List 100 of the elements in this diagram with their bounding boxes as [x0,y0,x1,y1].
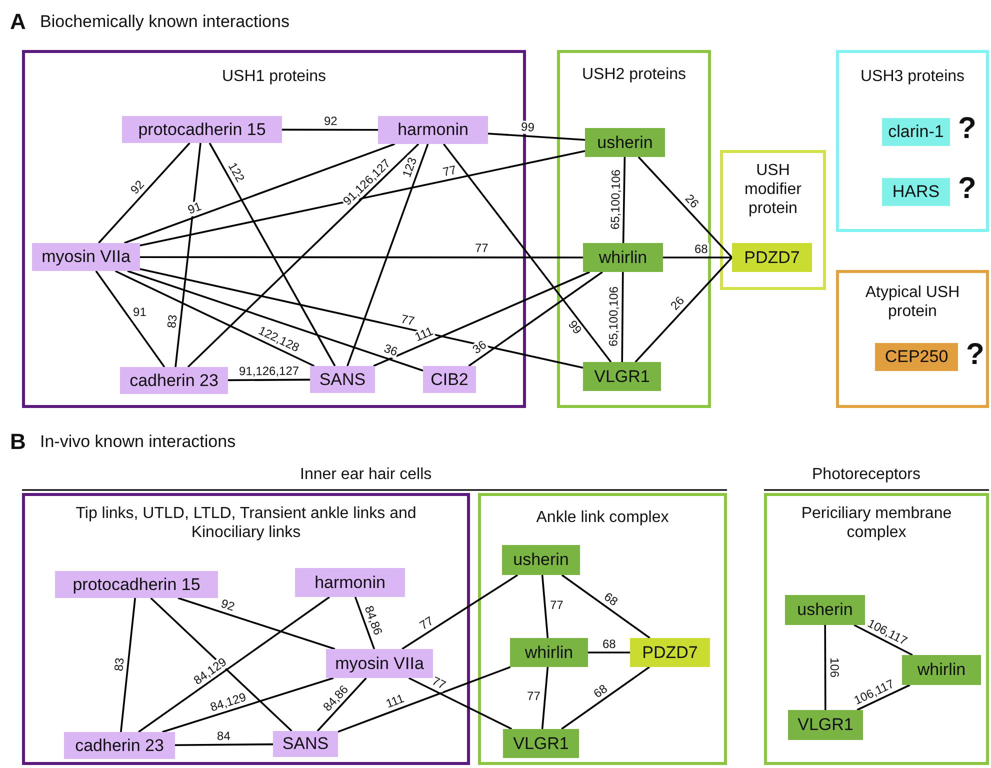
connector-line [95,270,166,368]
panel-letter: B [10,429,26,455]
group-title: USH3 proteins [860,67,965,86]
protein-box: SANS [273,731,338,757]
question-mark: ? [966,339,984,371]
connector-line [622,156,626,244]
edge-label: 111 [384,692,408,711]
connector-line [228,378,310,382]
group-title: USH modifier protein [744,161,802,218]
group-title: USH2 proteins [582,65,686,84]
protein-box: PDZD7 [630,638,710,667]
connector-line [178,597,336,650]
connector-line [140,256,583,258]
protein-box: whirlin [583,243,663,272]
connector-line [638,156,733,258]
protein-box: HARS [882,178,950,206]
connector-line [588,652,630,654]
protein-box: protocadherin 15 [122,116,282,143]
group-frame [22,493,470,765]
connector-line [442,143,612,363]
connector-line [468,271,603,367]
protein-box: myosin VIIa [326,649,433,678]
connector-line [124,143,395,244]
edge-label: 68 [602,638,617,650]
group-frame [764,493,989,765]
connector-line [634,256,733,363]
connector-line [402,574,518,650]
connector-line [354,596,376,650]
group-title: Ankle link complex [536,508,669,527]
panel-title: In-vivo known interactions [40,432,236,452]
connector-line [373,271,590,367]
group-title: Atypical USH protein [864,283,961,321]
connector-line [541,666,549,730]
protein-box: PDZD7 [732,243,812,272]
panel-letter: A [10,9,26,35]
connector-line [854,624,913,656]
protein-box: VLGR1 [583,362,661,391]
connector-line [282,128,378,131]
edge-label: 84 [216,730,232,743]
group-title: Tip links, UTLD, LTLD, Transient ankle links and Kinociliary links [74,504,418,542]
protein-box: usherin [585,128,665,157]
protein-box: CEP250 [875,343,958,371]
edge-label: 65,100,106 [608,168,623,231]
protein-box: VLGR1 [788,710,863,740]
connector-line [663,256,732,258]
group-frame [557,50,711,408]
connector-line [175,743,273,746]
group-title: USH1 proteins [222,67,326,86]
group-frame [478,493,727,765]
protein-box: whirlin [510,638,588,667]
connector-line [541,574,549,638]
connector-line [98,142,190,244]
edge-label: 91 [185,200,204,218]
protein-box: CIB2 [423,366,476,393]
edge-label: 68 [693,242,709,256]
connector-line [408,677,512,730]
question-mark: ? [958,173,976,205]
protein-box: protocadherin 15 [55,571,218,598]
protein-box: whirlin [902,655,981,685]
edge-label: 77 [548,599,564,612]
connector-line [338,666,511,733]
protein-box: cadherin 23 [64,732,175,759]
connector-line [824,625,826,710]
group-title: Periciliary membrane complex [800,504,953,542]
connector-line [174,142,202,368]
edge-label: 91 [132,306,148,319]
protein-box: myosin VIIa [32,243,140,271]
section-title: Inner ear hair cells [300,466,432,484]
edge-label: 83 [112,656,127,672]
connector-line [488,132,586,141]
edge-label: 91,126,127 [238,364,300,378]
group-frame [720,150,826,290]
protein-box: harmonin [295,568,405,597]
connector-line [561,574,650,639]
connector-line [162,677,334,733]
connector-line [140,150,586,246]
protein-box: cadherin 23 [120,367,228,394]
section-title: Photoreceptors [812,466,921,484]
protein-box: clarin-1 [882,118,950,146]
connector-line [208,142,336,366]
connector-line [138,596,330,733]
connector-line [346,144,429,366]
connector-line [114,270,315,367]
connector-line [120,598,136,732]
protein-box: SANS [310,366,375,393]
connector-line [187,143,420,368]
edge-label: 106 [827,656,840,678]
group-frame [836,270,989,408]
connector-line [856,684,910,711]
edge-label: 99 [519,120,536,135]
edge-label: 83 [164,312,180,330]
connector-line [561,666,650,730]
edge-label: 92 [322,114,338,128]
edge-label: 36 [381,342,400,360]
edge-label: 65,100,106 [607,286,621,348]
connector-line [140,268,584,369]
protein-box: usherin [502,545,580,575]
protein-box: harmonin [378,116,488,144]
connector-line [316,677,367,732]
edge-label: 92 [218,596,238,614]
